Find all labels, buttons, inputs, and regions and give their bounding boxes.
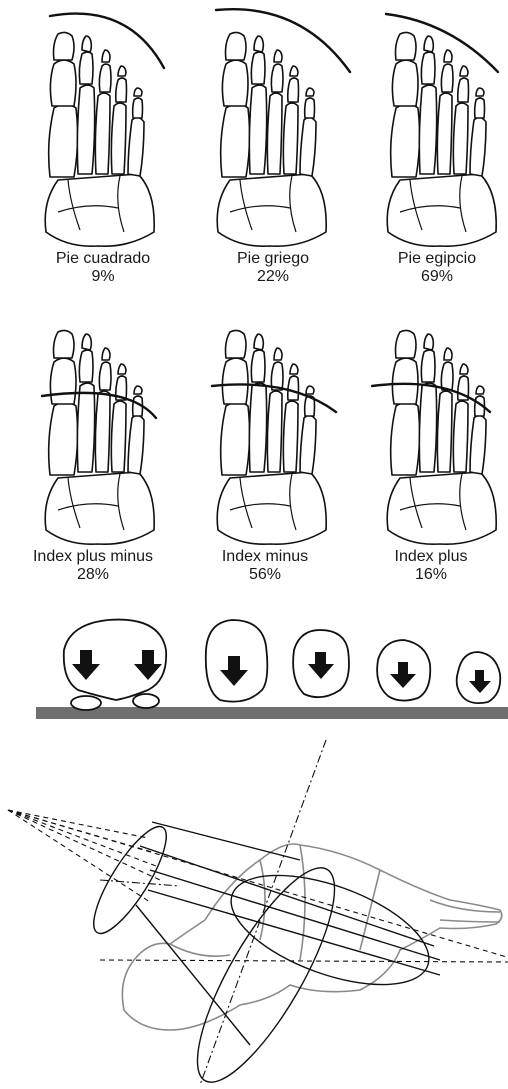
foot-diagram-index-plus-minus bbox=[42, 330, 156, 544]
index-percent: 28% bbox=[18, 566, 168, 584]
axis-line bbox=[100, 880, 180, 886]
foot-diagram-square bbox=[45, 14, 164, 247]
foot-diagram-egyptian bbox=[386, 14, 498, 246]
foot-type-caption-greek: Pie griego 22% bbox=[198, 250, 348, 286]
index-caption-minus: Index minus 56% bbox=[190, 548, 340, 584]
projection-ellipse-large bbox=[174, 851, 358, 1089]
foot-type-label: Pie griego bbox=[198, 250, 348, 268]
sesamoid-right bbox=[133, 694, 159, 708]
axis-line bbox=[200, 740, 326, 1085]
sesamoid-left bbox=[71, 696, 101, 710]
xray-ray bbox=[8, 810, 160, 880]
foot-diagram-index-plus bbox=[372, 330, 496, 544]
index-caption-plus: Index plus 16% bbox=[356, 548, 506, 584]
lateral-foot-outline bbox=[122, 844, 501, 1030]
index-label: Index minus bbox=[190, 548, 340, 566]
index-percent: 16% bbox=[356, 566, 506, 584]
xray-ray bbox=[8, 810, 148, 838]
foot-type-label: Pie cuadrado bbox=[28, 250, 178, 268]
index-label: Index plus minus bbox=[18, 548, 168, 566]
xray-ray bbox=[8, 810, 156, 866]
foot-type-caption-square: Pie cuadrado 9% bbox=[28, 250, 178, 286]
xray-ray bbox=[8, 810, 508, 958]
foot-type-percent: 22% bbox=[198, 268, 348, 286]
foot-diagram-greek bbox=[216, 9, 350, 246]
xray-ray bbox=[8, 810, 152, 852]
metatarsal-cross-sections bbox=[36, 620, 508, 719]
foot-type-caption-egyptian: Pie egipcio 69% bbox=[362, 250, 508, 286]
index-caption-plus-minus: Index plus minus 28% bbox=[18, 548, 168, 584]
foot-diagram-index-minus bbox=[212, 330, 336, 544]
foot-type-percent: 9% bbox=[28, 268, 178, 286]
foot-type-percent: 69% bbox=[362, 268, 508, 286]
ground-bar bbox=[36, 707, 508, 719]
index-percent: 56% bbox=[190, 566, 340, 584]
foot-type-label: Pie egipcio bbox=[362, 250, 508, 268]
radiographic-projection-diagram bbox=[8, 740, 508, 1089]
index-label: Index plus bbox=[356, 548, 506, 566]
horizontal-reference-line bbox=[100, 960, 508, 962]
